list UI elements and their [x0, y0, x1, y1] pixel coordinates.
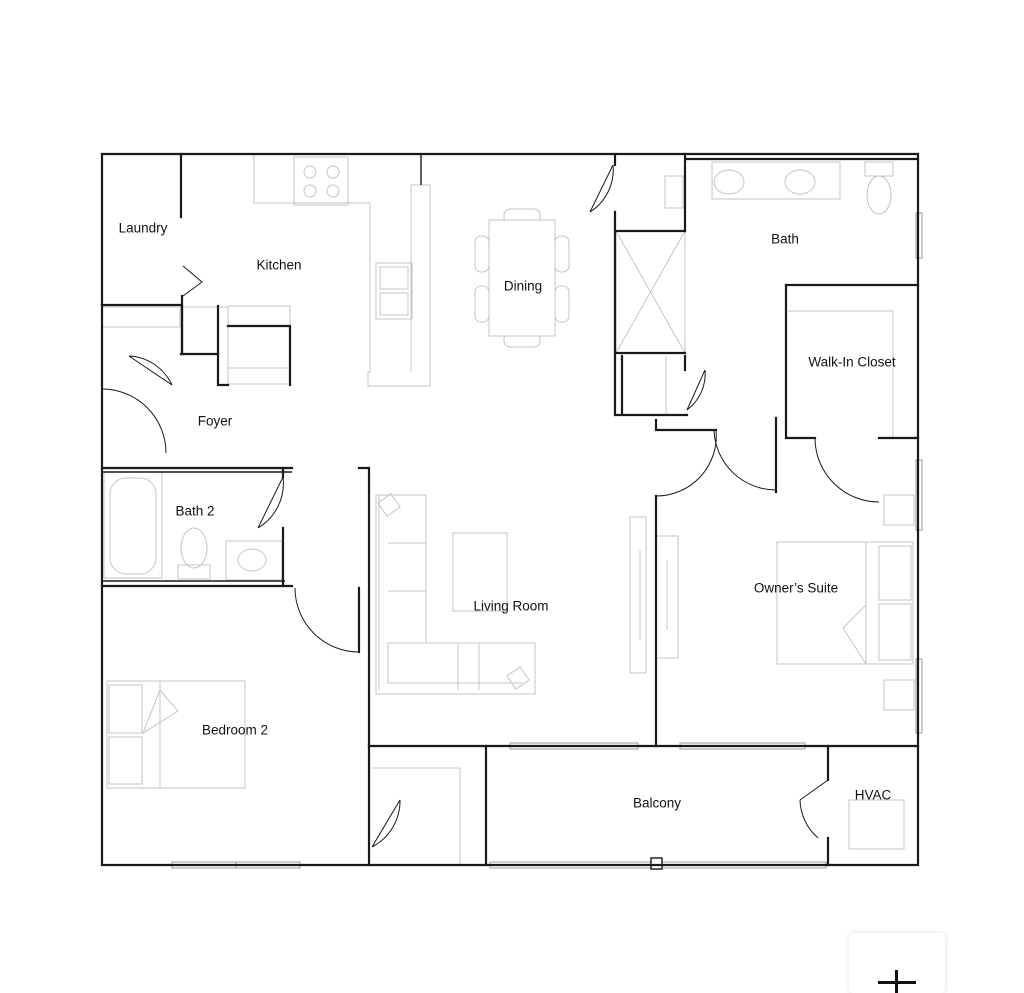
toilet-icon	[177, 527, 211, 580]
room-label-balcony: Balcony	[633, 796, 681, 811]
sink-icon	[225, 540, 283, 581]
kitchen-sink-icon	[375, 262, 413, 320]
doors	[101, 164, 880, 848]
bathtub-icon	[103, 471, 163, 579]
walls	[100, 152, 920, 867]
room-labels: Laundry Kitchen Dining Bath Walk-In Clos…	[119, 221, 896, 811]
room-label-bath-2: Bath 2	[175, 504, 214, 519]
room-label-walk-in-closet: Walk-In Closet	[808, 355, 896, 370]
sofa-icon	[375, 493, 536, 695]
toilet-icon	[864, 161, 894, 215]
zoom-in-button[interactable]	[849, 933, 945, 993]
bed-icon	[776, 541, 914, 666]
stove-icon	[253, 155, 370, 206]
room-label-kitchen: Kitchen	[256, 258, 301, 273]
room-label-bedroom-2: Bedroom 2	[202, 723, 268, 738]
room-label-owners-suite: Owner’s Suite	[754, 581, 838, 596]
bed-icon	[106, 680, 246, 789]
vanity-icon	[711, 161, 841, 200]
room-label-foyer: Foyer	[198, 414, 233, 429]
dining-table-icon	[474, 208, 570, 348]
room-label-laundry: Laundry	[119, 221, 168, 236]
room-label-dining: Dining	[504, 279, 542, 294]
room-label-bath: Bath	[771, 232, 799, 247]
room-label-living-room: Living Room	[473, 599, 548, 614]
furniture	[101, 155, 915, 865]
room-label-hvac: HVAC	[855, 788, 892, 803]
